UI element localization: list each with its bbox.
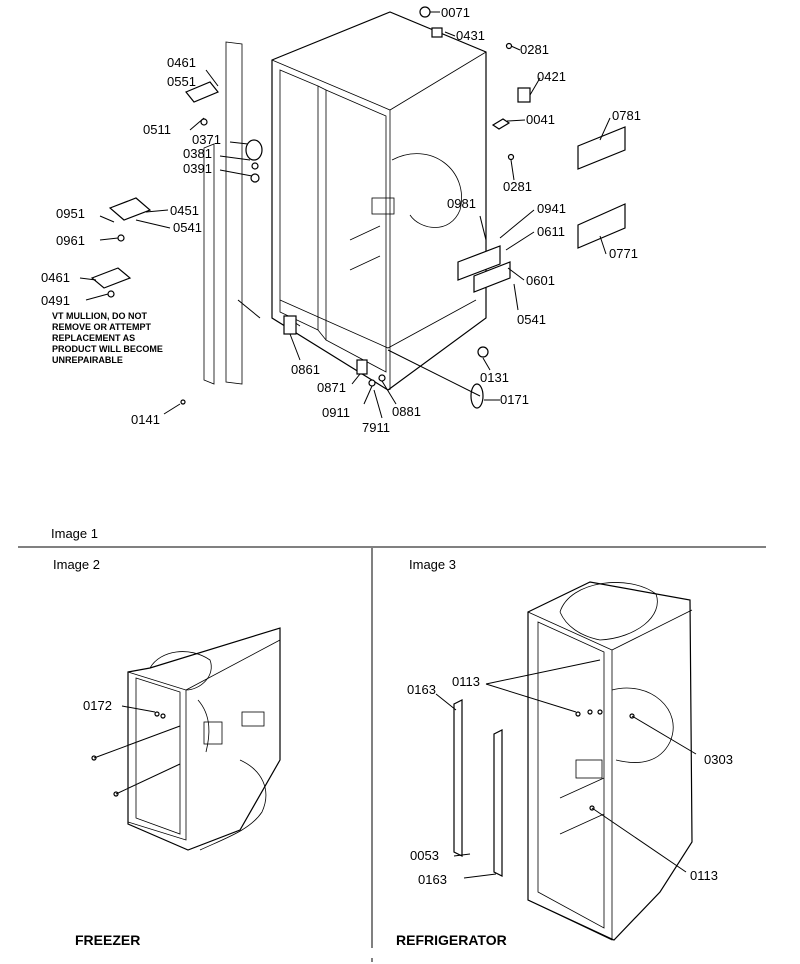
- image3-caption: Image 3: [409, 557, 456, 572]
- label-0371: 0371: [192, 132, 221, 147]
- image1-caption: Image 1: [51, 526, 98, 541]
- image2-caption: Image 2: [53, 557, 100, 572]
- label-0461-b: 0461: [41, 270, 70, 285]
- label-0281: 0281: [520, 42, 549, 57]
- label-0381: 0381: [183, 146, 212, 161]
- label-0911: 0911: [322, 405, 350, 420]
- label-0881: 0881: [392, 404, 421, 419]
- label-0041: 0041: [526, 112, 555, 127]
- label-0491: 0491: [41, 293, 70, 308]
- label-0541: 0541: [517, 312, 546, 327]
- label-0861: 0861: [291, 362, 320, 377]
- label-0163-b: 0163: [418, 872, 447, 887]
- label-0421: 0421: [537, 69, 566, 84]
- label-0303: 0303: [704, 752, 733, 767]
- image2-drawing: Image 2 0172 FREEZER: [53, 557, 281, 948]
- label-0961: 0961: [56, 233, 85, 248]
- mullion-note-line-3: REPLACEMENT AS: [52, 333, 135, 343]
- image1-labels: 0071 0431 0281 0421 0041 0781 0281 0981 …: [41, 5, 641, 541]
- label-0172: 0172: [83, 698, 112, 713]
- label-0781: 0781: [612, 108, 641, 123]
- label-0431: 0431: [456, 28, 485, 43]
- label-0071: 0071: [441, 5, 470, 20]
- mullion-note-line-5: UNREPAIRABLE: [52, 355, 123, 365]
- label-0601: 0601: [526, 273, 555, 288]
- label-0053: 0053: [410, 848, 439, 863]
- label-0981: 0981: [447, 196, 476, 211]
- label-0451: 0451: [170, 203, 199, 218]
- label-0113-b: 0113: [690, 868, 718, 883]
- label-0281-b: 0281: [503, 179, 532, 194]
- label-0511: 0511: [143, 122, 171, 137]
- label-0113: 0113: [452, 674, 480, 689]
- image3-drawing: Image 3 0163 0113 0303 0053 0163 0113 RE…: [396, 557, 733, 948]
- image1-drawing: [79, 6, 626, 419]
- refrigerator-section-label: REFRIGERATOR: [396, 932, 507, 948]
- label-0611: 0611: [537, 224, 565, 239]
- label-0131: 0131: [480, 370, 509, 385]
- mullion-note-line-2: REMOVE OR ATTEMPT: [52, 322, 152, 332]
- label-7911: 7911: [362, 420, 390, 435]
- mullion-note-line-4: PRODUCT WILL BECOME: [52, 344, 163, 354]
- label-0163: 0163: [407, 682, 436, 697]
- label-0391: 0391: [183, 161, 212, 176]
- label-0951: 0951: [56, 206, 85, 221]
- label-0551: 0551: [167, 74, 196, 89]
- mullion-note-line-1: VT MULLION, DO NOT: [52, 311, 147, 321]
- label-0171: 0171: [500, 392, 529, 407]
- label-0871: 0871: [317, 380, 346, 395]
- label-0541-b: 0541: [173, 220, 202, 235]
- label-0461: 0461: [167, 55, 196, 70]
- label-0141: 0141: [131, 412, 160, 427]
- label-0771: 0771: [609, 246, 638, 261]
- label-0941: 0941: [537, 201, 566, 216]
- freezer-section-label: FREEZER: [75, 932, 140, 948]
